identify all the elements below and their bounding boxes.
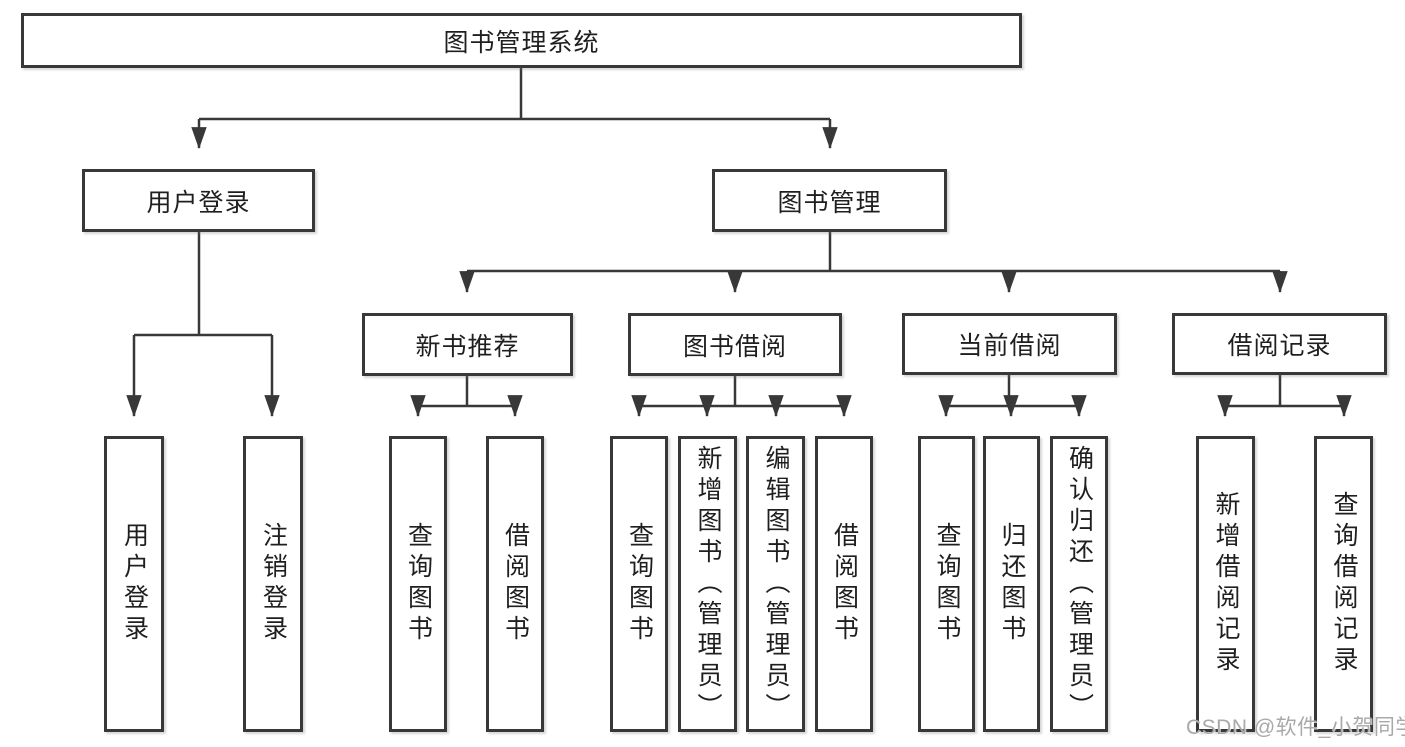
node-label: 当前借阅 bbox=[957, 332, 1062, 360]
node-book-management: 图书管理 bbox=[712, 169, 947, 232]
leaf-borrowing-borrow-books: 借阅图书 bbox=[815, 436, 873, 732]
node-label: 借阅图书 bbox=[501, 522, 530, 646]
node-user-login: 用户登录 bbox=[82, 169, 315, 232]
leaf-current-return-books: 归还图书 bbox=[983, 436, 1040, 732]
leaf-borrowing-add-books-admin: 新增图书（管理员） bbox=[678, 436, 737, 732]
node-current-borrowing: 当前借阅 bbox=[902, 313, 1117, 375]
node-label: 借阅记录 bbox=[1227, 332, 1332, 360]
csdn-watermark: CSDN @软件_小贺同学 bbox=[1186, 716, 1405, 739]
node-label: 用户登录 bbox=[146, 188, 251, 217]
node-label: 归还图书 bbox=[998, 522, 1026, 646]
node-borrowing-records: 借阅记录 bbox=[1172, 313, 1387, 375]
node-label: 用户登录 bbox=[120, 522, 149, 646]
node-label: 图书管理 bbox=[777, 188, 882, 217]
node-label: 编辑图书（管理员） bbox=[762, 444, 790, 724]
leaf-borrowing-query-books: 查询图书 bbox=[610, 436, 668, 732]
node-new-book-recommend: 新书推荐 bbox=[362, 313, 573, 376]
node-label: 新增借阅记录 bbox=[1212, 491, 1240, 677]
node-label: 注销登录 bbox=[259, 522, 288, 646]
node-label: 查询借阅记录 bbox=[1330, 491, 1358, 677]
leaf-logout: 注销登录 bbox=[243, 436, 303, 732]
node-label: 确认归还（管理员） bbox=[1065, 444, 1094, 724]
node-book-borrowing: 图书借阅 bbox=[628, 313, 842, 376]
leaf-recommend-borrow-books: 借阅图书 bbox=[486, 436, 544, 732]
node-label: 图书管理系统 bbox=[443, 28, 600, 57]
leaf-records-query-record: 查询借阅记录 bbox=[1314, 436, 1373, 732]
node-label: 图书借阅 bbox=[682, 332, 787, 361]
node-system-root: 图书管理系统 bbox=[21, 13, 1022, 68]
leaf-user-login: 用户登录 bbox=[104, 436, 164, 732]
node-label: 查询图书 bbox=[625, 522, 654, 646]
leaf-records-add-record: 新增借阅记录 bbox=[1196, 436, 1255, 732]
node-label: 新书推荐 bbox=[415, 332, 520, 361]
node-label: 查询图书 bbox=[404, 522, 433, 646]
node-label: 借阅图书 bbox=[830, 522, 859, 646]
node-label: 查询图书 bbox=[933, 522, 961, 646]
leaf-current-confirm-return-admin: 确认归还（管理员） bbox=[1050, 436, 1108, 732]
leaf-current-query-books: 查询图书 bbox=[918, 436, 975, 732]
node-label: 新增图书（管理员） bbox=[694, 444, 722, 724]
leaf-borrowing-edit-books-admin: 编辑图书（管理员） bbox=[746, 436, 805, 732]
leaf-recommend-query-books: 查询图书 bbox=[389, 436, 447, 732]
